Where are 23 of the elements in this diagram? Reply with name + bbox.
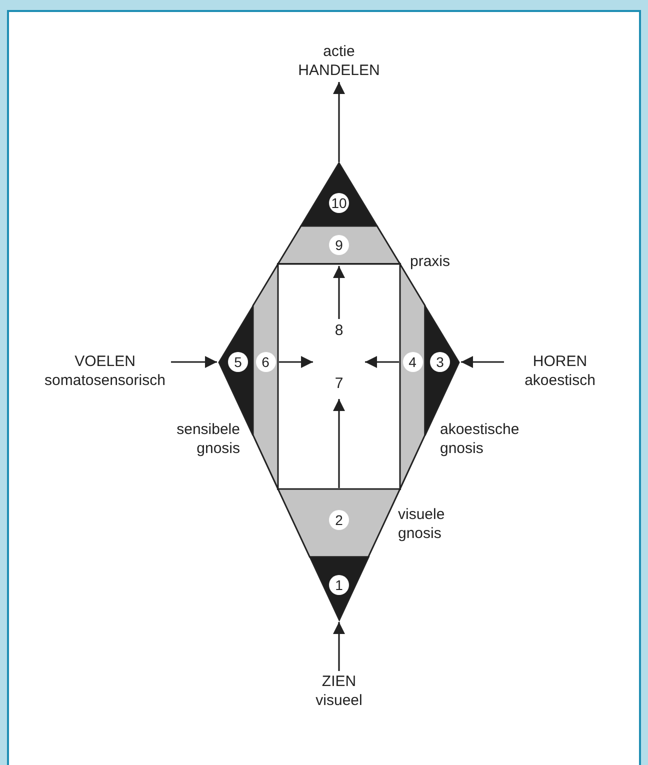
arrow [279, 356, 313, 368]
sense-label: HOREN akoestisch [505, 352, 615, 390]
arrow [461, 356, 504, 368]
triangle-segment [310, 557, 368, 620]
band-segment [253, 264, 278, 489]
sense-label: VOELEN somatosensorisch [40, 352, 170, 390]
sense-label: ZIEN visueel [289, 672, 389, 710]
zone-caption: sensibele gnosis [176, 420, 240, 458]
callout-number: 7 [315, 352, 363, 397]
band-segment [278, 226, 400, 264]
sense-label: actie HANDELEN [289, 42, 389, 80]
band-segment [278, 489, 400, 557]
arrow [333, 82, 345, 162]
arrow [333, 399, 345, 488]
arrow [171, 356, 217, 368]
arrow [365, 356, 399, 368]
zone-caption: visuele gnosis [398, 505, 446, 543]
callout-number: 8 [327, 320, 351, 342]
zone-caption: akoestische gnosis [440, 420, 520, 458]
zone-caption: praxis [410, 252, 452, 271]
arrow [333, 622, 345, 671]
arrow [333, 266, 345, 319]
triangle-segment [301, 163, 377, 226]
